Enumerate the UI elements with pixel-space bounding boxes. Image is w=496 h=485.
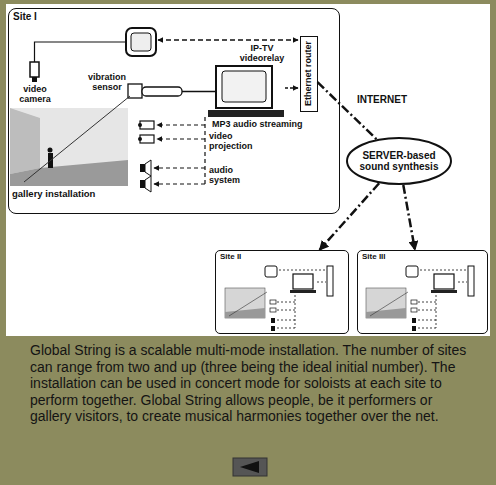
speaker-cone xyxy=(145,176,151,192)
sensor-wire xyxy=(182,91,216,92)
gallery-photo xyxy=(10,108,128,186)
site-box: Site I Ethernet router xyxy=(8,8,340,214)
computer-screen xyxy=(222,71,266,102)
server-ellipse-shape xyxy=(347,138,451,184)
camera-wire xyxy=(35,42,127,62)
gallery-floor xyxy=(10,160,128,186)
mini-site xyxy=(225,266,333,331)
string-line xyxy=(24,96,130,182)
projection-wire xyxy=(157,138,205,139)
caption-text: Global String is a scalable multi-mode i… xyxy=(30,342,475,425)
projector-symbol xyxy=(140,121,154,129)
server-label: SERVER-based sound synthesis xyxy=(357,150,441,172)
keyboard-bar xyxy=(208,110,284,117)
site-box: Site II xyxy=(215,250,349,334)
speaker-symbol xyxy=(140,164,145,172)
stream-label: MP3 audio streaming xyxy=(212,119,322,129)
sensor-cylinder xyxy=(142,87,182,96)
tv-monitor xyxy=(126,28,156,56)
camera-symbol xyxy=(30,62,39,77)
projector-lens xyxy=(138,123,142,127)
speaker-symbol xyxy=(140,180,145,188)
white-panel xyxy=(6,4,490,336)
tv-screen xyxy=(131,33,151,51)
audio-wire xyxy=(154,183,205,184)
site-box: Site III xyxy=(357,250,488,334)
mini-site xyxy=(366,266,474,331)
photo-label: gallery installation xyxy=(12,189,142,199)
router-label: Ethernet router xyxy=(304,41,314,106)
site-heading: Site III xyxy=(362,253,386,262)
device-label: video projection xyxy=(209,131,265,151)
device-label: vibration sensor xyxy=(84,72,130,92)
visitor-head xyxy=(48,148,53,153)
videorelay-wire xyxy=(158,39,298,40)
back-button xyxy=(233,458,267,476)
projector-lens xyxy=(138,137,142,141)
network-link xyxy=(403,185,415,250)
camera-lens xyxy=(32,77,37,82)
link-label: INTERNET xyxy=(357,94,407,105)
computer-monitor xyxy=(216,66,272,108)
gallery-wall xyxy=(10,108,40,174)
site-heading: Site I xyxy=(13,11,37,22)
site-heading: Site II xyxy=(220,253,241,262)
sensor-symbol xyxy=(128,84,142,98)
speaker-cone xyxy=(145,160,151,176)
projector-symbol xyxy=(140,135,154,143)
device-label: video camera xyxy=(15,84,55,104)
network-link xyxy=(318,82,377,139)
output-wire xyxy=(204,117,205,184)
device-label: audio system xyxy=(209,165,253,185)
projection-wire xyxy=(157,124,205,125)
server-ellipse: SERVER-based sound synthesis xyxy=(346,137,452,185)
relay-label: IP-TV videorelay xyxy=(232,43,292,63)
network-link xyxy=(320,183,380,250)
audio-wire xyxy=(154,167,205,168)
router-box: Ethernet router xyxy=(300,36,318,112)
back-arrow xyxy=(240,461,259,473)
streaming-wire xyxy=(285,87,298,88)
